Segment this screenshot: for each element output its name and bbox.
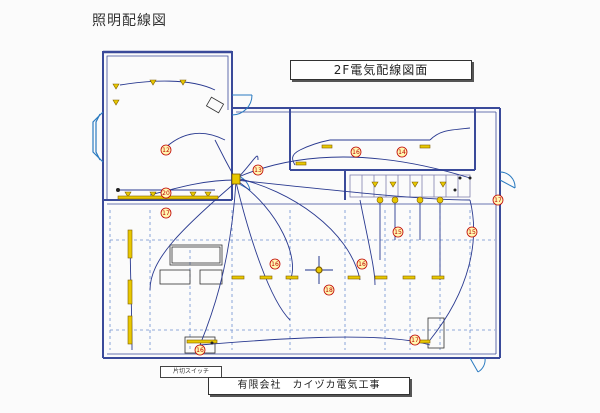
svg-text:16: 16 bbox=[352, 149, 360, 156]
ceiling-fan-icon bbox=[305, 256, 333, 284]
circuit-marker-labels: 12 13 20 17 16 14 15 15 17 16 16 18 16 1… bbox=[162, 147, 502, 354]
walls bbox=[102, 50, 501, 359]
switch-marks bbox=[116, 176, 472, 345]
svg-text:17: 17 bbox=[494, 197, 502, 204]
circuit-markers bbox=[160, 144, 504, 356]
drawing-title-box: 2F電気配線図面 bbox=[290, 60, 472, 80]
wall-inner-lines bbox=[106, 55, 497, 355]
svg-text:18: 18 bbox=[325, 287, 333, 294]
svg-text:16: 16 bbox=[271, 261, 279, 268]
svg-text:20: 20 bbox=[162, 190, 170, 197]
svg-text:14: 14 bbox=[398, 149, 406, 156]
company-name-box: 有限会社 カイヅカ電気工事 bbox=[208, 377, 410, 395]
svg-text:17: 17 bbox=[162, 210, 170, 217]
svg-text:12: 12 bbox=[162, 147, 170, 154]
sheet-title: 照明配線図 bbox=[92, 13, 167, 29]
svg-text:16: 16 bbox=[358, 261, 366, 268]
bay-window bbox=[92, 111, 104, 163]
switch-legend: 片切スイッチ bbox=[160, 366, 222, 378]
junction-box bbox=[231, 173, 241, 185]
svg-text:17: 17 bbox=[411, 337, 419, 344]
svg-text:15: 15 bbox=[468, 229, 476, 236]
furniture bbox=[159, 96, 445, 354]
svg-text:13: 13 bbox=[254, 167, 262, 174]
wiring bbox=[118, 80, 475, 351]
svg-text:16: 16 bbox=[196, 347, 204, 354]
ceiling-dashed-lines bbox=[109, 210, 495, 350]
svg-text:15: 15 bbox=[394, 229, 402, 236]
